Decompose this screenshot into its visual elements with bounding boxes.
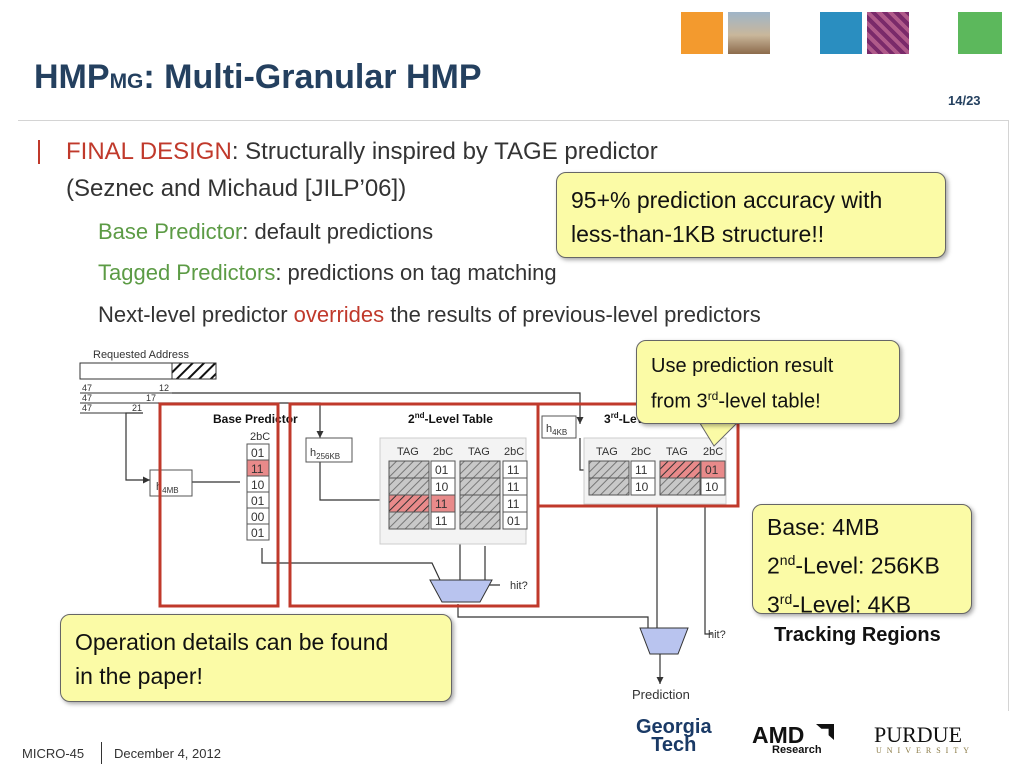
svg-text:10: 10 [705,480,719,494]
address-range-rows: 47 12 47 17 47 21 [80,383,172,414]
svg-text:21: 21 [132,403,142,413]
header-square-blue [820,12,862,54]
use-third-level-callout: Use prediction result from 3rd-level tab… [636,340,900,424]
svg-text:10: 10 [635,480,649,494]
second-level-headers: TAG 2bC TAG 2bC [397,446,524,458]
bullet-base-predictor: Base Predictor: default predictions [98,219,434,244]
svg-text:11: 11 [507,463,520,477]
citation-line: (Seznec and Michaud [JILP’06]) [66,175,407,202]
tracking-region-base [158,402,280,608]
svg-text:11: 11 [251,462,264,476]
third-level-headers: TAG 2bC TAG 2bC [596,446,723,458]
bullet-bar [38,140,40,164]
header-square-green [958,12,1002,54]
slide-title: HMPMG: Multi-Granular HMP [34,58,482,96]
svg-text:11: 11 [507,480,520,494]
svg-text:TAG: TAG [596,446,618,458]
second-level-label: 2nd-Level Table [408,411,493,426]
footer-conference: MICRO-45 [22,746,85,761]
operation-details-callout: Operation details can be found in the pa… [60,614,452,702]
svg-text:01: 01 [507,514,521,528]
svg-text:01: 01 [251,526,265,540]
svg-text:2bC: 2bC [433,446,453,458]
final-design-line: FINAL DESIGN: Structurally inspired by T… [66,138,658,165]
svg-text:TAG: TAG [397,446,419,458]
svg-text:2bC: 2bC [703,446,723,458]
final-design-label: FINAL DESIGN [66,138,232,165]
svg-text:TAG: TAG [666,446,688,458]
requested-address-label: Requested Address [93,349,190,361]
amd-logo: AMD [752,722,805,748]
svg-text:11: 11 [435,497,448,511]
svg-text:2bC: 2bC [631,446,651,458]
svg-text:17: 17 [146,393,156,403]
svg-text:01: 01 [251,494,265,508]
svg-text:11: 11 [635,463,648,477]
hash-4mb-box [149,469,193,497]
base-2bc-header: 2bC [250,431,270,443]
svg-text:01: 01 [705,463,719,477]
svg-text:12: 12 [159,383,169,393]
mux-level2 [429,579,493,603]
footer-date: December 4, 2012 [114,746,221,761]
svg-text:00: 00 [251,510,265,524]
base-counter-table: 01 11 10 01 00 01 [246,443,270,541]
base-predictor-label: Base Predictor [213,412,298,426]
svg-text:10: 10 [251,478,265,492]
hash-4kb-label: h4KB [546,423,567,437]
svg-text:11: 11 [435,514,448,528]
svg-text:47: 47 [82,383,92,393]
svg-text:01: 01 [251,446,265,460]
svg-text:47: 47 [82,403,92,413]
footer-separator [101,742,102,764]
svg-text:01: 01 [435,463,449,477]
prediction-label: Prediction [632,687,690,702]
accuracy-callout: 95+% prediction accuracy with less-than-… [556,172,946,258]
diagram-wires [125,392,712,684]
svg-text:2bC: 2bC [504,446,524,458]
header-square-orange [681,12,723,54]
hash-4kb-box [541,415,577,439]
second-level-table: 01 11 10 11 11 11 11 01 [388,460,528,530]
svg-text:10: 10 [435,480,449,494]
tracking-regions-label: Tracking Regions [774,624,941,646]
hit-label-level3: hit? [708,629,726,641]
address-box [79,362,173,380]
header-photo-chip [867,12,909,54]
amd-research-label: Research [772,744,822,756]
third-level-table: 11 01 10 10 [588,460,726,496]
purdue-university-label: UNIVERSITY [876,746,974,755]
bullet-tagged-predictors: Tagged Predictors: predictions on tag ma… [98,260,557,285]
header-photo-building [728,12,770,54]
sizes-callout: Base: 4MB 2nd-Level: 256KB 3rd-Level: 4K… [752,504,972,617]
svg-text:TAG: TAG [468,446,490,458]
page-number: 14/23 [948,93,981,108]
hash-256kb-box [305,437,353,463]
hit-label-level2: hit? [510,580,528,592]
content-frame [18,120,1009,711]
address-hatched-bits [171,362,217,380]
svg-text:11: 11 [507,497,520,511]
purdue-logo: PURDUE [874,722,963,747]
mux-level3 [639,627,689,655]
svg-text:47: 47 [82,393,92,403]
bullet-next-level: Next-level predictor overrides the resul… [98,302,761,327]
hash-256kb-label: h256KB [310,447,340,461]
